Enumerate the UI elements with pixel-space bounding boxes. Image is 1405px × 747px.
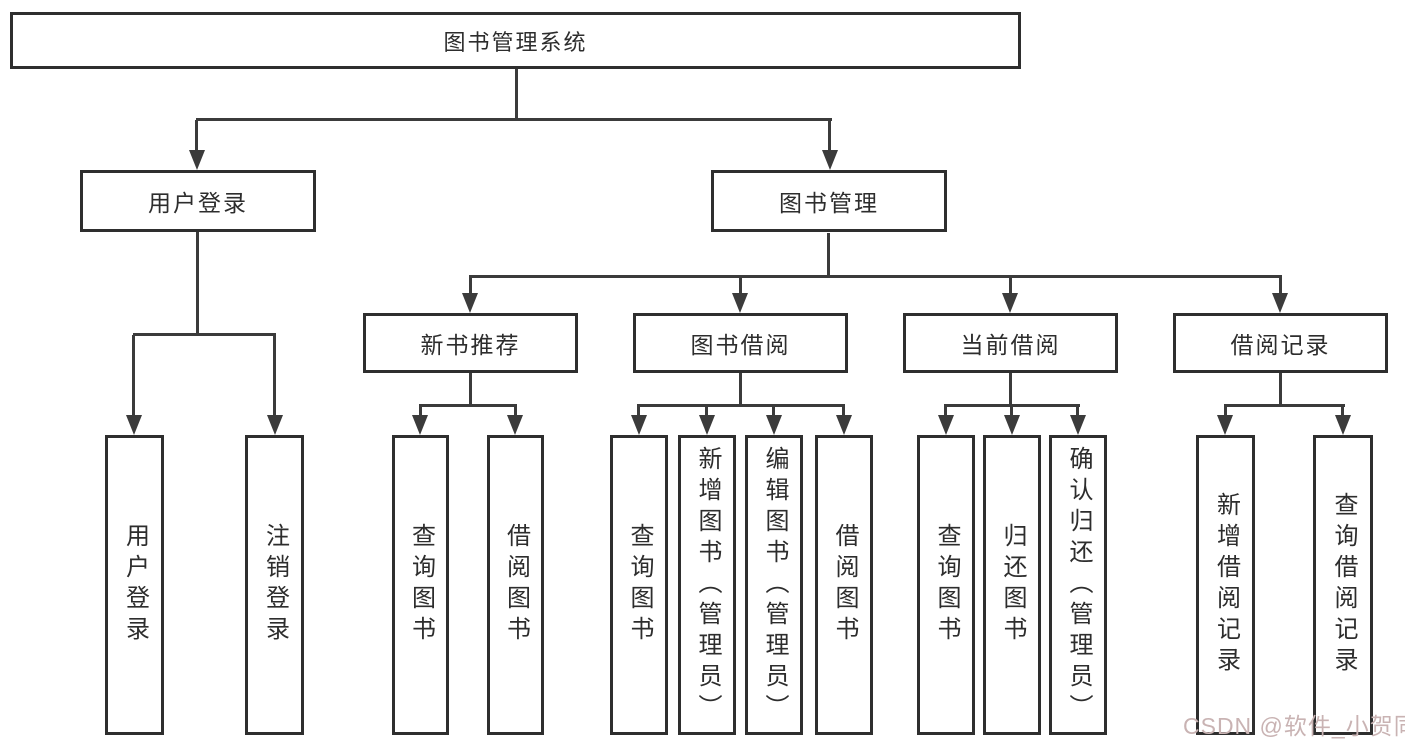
connector-line: [514, 404, 517, 415]
connector-line: [1010, 404, 1013, 415]
connector-line: [1279, 277, 1282, 293]
node-user-login: 用户登录: [80, 170, 316, 232]
arrow-down-icon: [189, 150, 205, 170]
connector-line: [637, 404, 640, 415]
connector-line: [1224, 404, 1345, 407]
node-label: 借阅记录: [1230, 332, 1331, 358]
leaf-label: 注销登录: [261, 523, 289, 647]
leaf-return-books: 归还图书: [983, 435, 1041, 735]
connector-line: [133, 333, 276, 336]
node-book-borrowing: 图书借阅: [633, 313, 848, 373]
arrow-down-icon: [412, 415, 428, 435]
arrow-down-icon: [631, 415, 647, 435]
arrow-down-icon: [1004, 415, 1020, 435]
connector-line: [1224, 404, 1227, 415]
arrow-down-icon: [766, 415, 782, 435]
connector-line: [705, 404, 708, 415]
leaf-label: 编辑图书（管理员）: [761, 445, 788, 725]
leaf-confirm-return-admin: 确认归还（管理员）: [1049, 435, 1107, 735]
node-borrowing-records: 借阅记录: [1173, 313, 1388, 373]
leaf-query-books-borrowing: 查询图书: [610, 435, 668, 735]
node-new-book-recommendation: 新书推荐: [363, 313, 578, 373]
node-label: 当前借阅: [960, 332, 1061, 358]
connector-line: [1009, 373, 1012, 406]
node-label: 图书管理系统: [443, 29, 588, 55]
connector-line: [196, 232, 199, 335]
node-book-management: 图书管理: [711, 170, 947, 232]
connector-line: [273, 335, 276, 415]
node-library-management-system: 图书管理系统: [10, 12, 1021, 69]
arrow-down-icon: [1217, 415, 1233, 435]
arrow-down-icon: [1002, 293, 1018, 313]
arrow-down-icon: [126, 415, 142, 435]
connector-line: [739, 373, 742, 406]
leaf-edit-books-admin: 编辑图书（管理员）: [745, 435, 803, 735]
node-current-borrowing: 当前借阅: [903, 313, 1118, 373]
arrow-down-icon: [699, 415, 715, 435]
connector-line: [1076, 404, 1079, 415]
leaf-label: 查询图书: [407, 523, 435, 647]
connector-line: [195, 120, 198, 150]
leaf-label: 新增借阅记录: [1212, 492, 1240, 678]
arrow-down-icon: [732, 293, 748, 313]
leaf-query-borrow-record: 查询借阅记录: [1313, 435, 1373, 735]
connector-line: [827, 233, 830, 277]
connector-line: [469, 277, 472, 293]
leaf-label: 查询图书: [933, 523, 960, 647]
node-label: 图书管理: [779, 190, 879, 216]
leaf-label: 借阅图书: [831, 523, 858, 647]
watermark-text: CSDN @软件_小贺同学: [1183, 713, 1405, 739]
leaf-label: 查询借阅记录: [1330, 492, 1357, 678]
connector-line: [469, 373, 472, 406]
arrow-down-icon: [822, 150, 838, 170]
leaf-query-books-current: 查询图书: [917, 435, 975, 735]
connector-line: [132, 335, 135, 415]
connector-line: [1341, 404, 1344, 415]
arrow-down-icon: [938, 415, 954, 435]
node-label: 用户登录: [148, 190, 248, 216]
arrow-down-icon: [267, 415, 283, 435]
connector-line: [944, 404, 947, 415]
arrow-down-icon: [462, 293, 478, 313]
leaf-label: 归还图书: [999, 523, 1026, 647]
leaf-label: 确认归还（管理员）: [1065, 445, 1092, 725]
connector-line: [515, 69, 518, 120]
arrow-down-icon: [1070, 415, 1086, 435]
leaf-user-login: 用户登录: [105, 435, 164, 735]
arrow-down-icon: [836, 415, 852, 435]
node-label: 新书推荐: [420, 332, 521, 358]
arrow-down-icon: [1335, 415, 1351, 435]
leaf-label: 查询图书: [626, 523, 653, 647]
leaf-add-borrow-record: 新增借阅记录: [1196, 435, 1255, 735]
leaf-label: 新增图书（管理员）: [694, 445, 721, 725]
leaf-borrow-books-recommend: 借阅图书: [487, 435, 544, 735]
connector-line: [1279, 373, 1282, 406]
leaf-label: 用户登录: [121, 523, 149, 647]
arrow-down-icon: [507, 415, 523, 435]
connector-line: [419, 404, 517, 407]
leaf-label: 借阅图书: [502, 523, 530, 647]
leaf-query-books-recommend: 查询图书: [392, 435, 449, 735]
leaf-logout-login: 注销登录: [245, 435, 304, 735]
connector-line: [196, 118, 832, 121]
node-label: 图书借阅: [690, 332, 791, 358]
connector-line: [828, 120, 831, 150]
connector-line: [739, 277, 742, 293]
leaf-add-books-admin: 新增图书（管理员）: [678, 435, 736, 735]
leaf-borrow-books-borrowing: 借阅图书: [815, 435, 873, 735]
arrow-down-icon: [1272, 293, 1288, 313]
connector-line: [1009, 277, 1012, 293]
connector-line: [637, 404, 845, 407]
connector-line: [419, 404, 422, 415]
connector-line: [469, 275, 1282, 278]
connector-line: [842, 404, 845, 415]
connector-line: [772, 404, 775, 415]
